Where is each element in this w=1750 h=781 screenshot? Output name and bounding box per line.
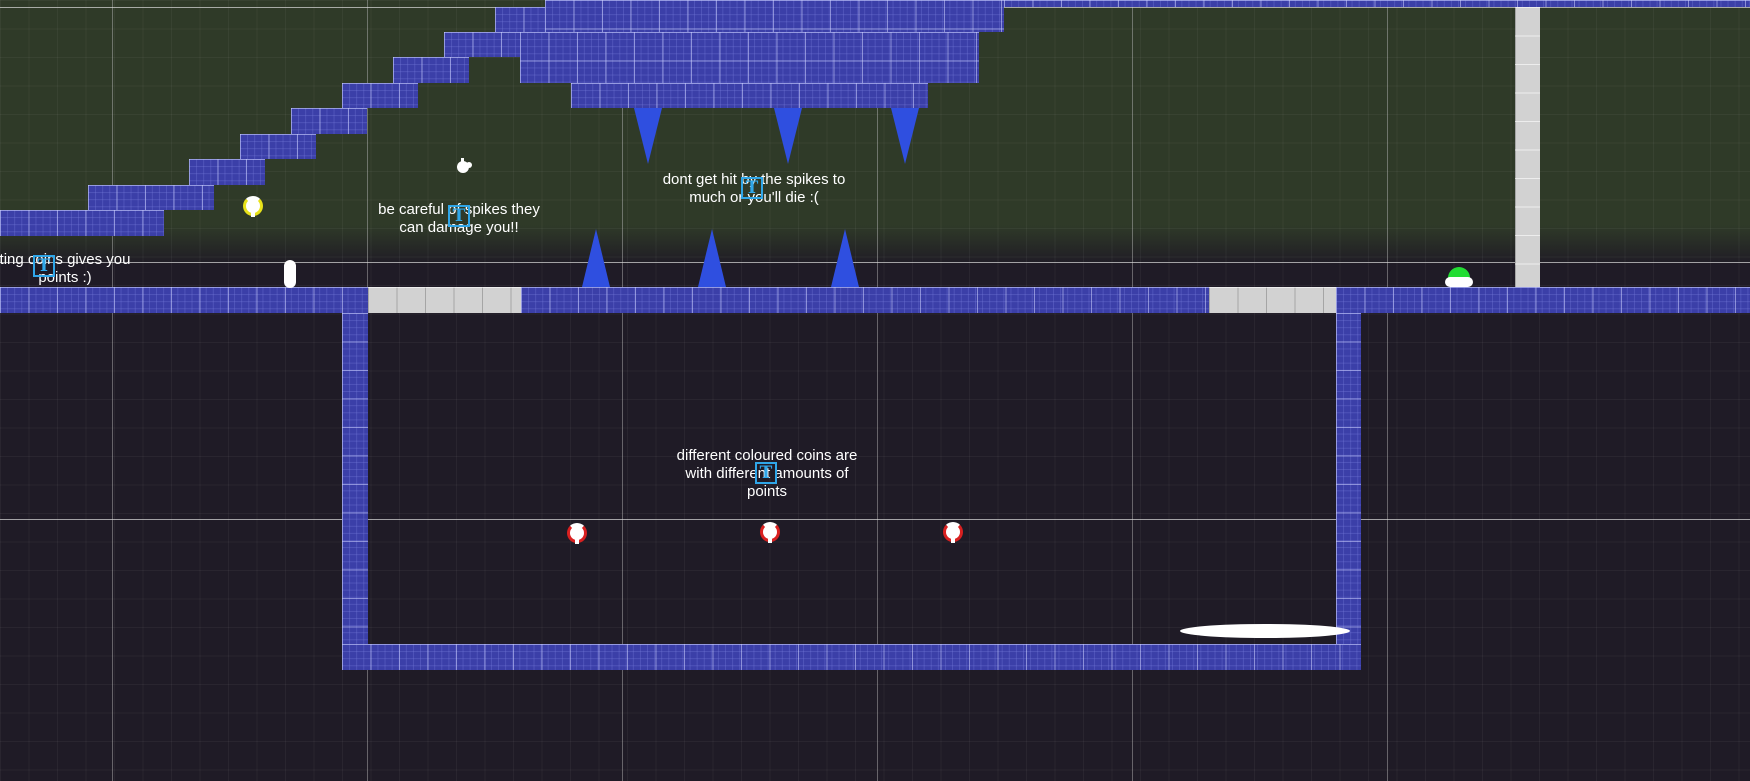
player-icon[interactable] <box>453 156 473 174</box>
hint-spikes-damage: be careful of spikes they can damage you… <box>378 201 540 236</box>
guide-line-horizontal <box>0 262 1750 263</box>
floor-tiles[interactable] <box>1336 287 1750 313</box>
tile-block[interactable] <box>291 108 367 134</box>
hint-spikes-die: dont get hit by the spikes to much or yo… <box>662 171 846 206</box>
guide-line-vertical <box>622 0 623 781</box>
slime-enemy-base <box>1445 277 1473 287</box>
guide-line-vertical <box>1387 0 1388 781</box>
tile-block[interactable] <box>240 134 316 159</box>
coin-stem <box>951 537 955 543</box>
grey-floor-block[interactable] <box>368 287 521 313</box>
tile-block[interactable] <box>189 159 265 185</box>
guide-line-horizontal <box>0 519 1750 520</box>
tile-block[interactable] <box>1004 0 1750 7</box>
coin-stem <box>251 211 255 217</box>
text-marker-icon[interactable]: T <box>448 205 470 227</box>
tile-block[interactable] <box>520 32 979 83</box>
spike-ceiling[interactable] <box>634 108 662 164</box>
moving-platform[interactable] <box>1180 624 1350 638</box>
floor-tiles[interactable] <box>521 287 1209 313</box>
tile-block[interactable] <box>495 7 545 32</box>
tile-block[interactable] <box>88 185 214 210</box>
guide-line-vertical <box>1132 0 1133 781</box>
guide-line-vertical <box>112 0 113 781</box>
spike-ceiling[interactable] <box>891 108 919 164</box>
checkpoint-icon[interactable] <box>284 260 296 288</box>
tile-block[interactable] <box>393 57 469 83</box>
guide-line-vertical <box>877 0 878 781</box>
spike-floor[interactable] <box>582 229 610 287</box>
tile-block[interactable] <box>571 83 928 108</box>
text-marker-icon[interactable]: T <box>741 177 763 199</box>
coin-stem <box>575 538 579 544</box>
tile-block[interactable] <box>444 32 520 57</box>
spike-floor[interactable] <box>698 229 726 287</box>
spike-ceiling[interactable] <box>774 108 802 164</box>
text-marker-icon[interactable]: T <box>33 255 55 277</box>
tile-block[interactable] <box>0 210 164 236</box>
hint-coins-points: ting coins gives you points :) <box>0 251 131 286</box>
grey-floor-block[interactable] <box>1209 287 1336 313</box>
spike-floor[interactable] <box>831 229 859 287</box>
room-wall-right[interactable] <box>1336 313 1361 644</box>
tile-block[interactable] <box>545 0 1004 32</box>
room-wall-left[interactable] <box>342 313 368 644</box>
text-marker-icon[interactable]: T <box>755 462 777 484</box>
grey-pillar-block[interactable] <box>1515 7 1540 287</box>
floor-tiles[interactable] <box>0 287 368 313</box>
tile-block[interactable] <box>342 83 418 108</box>
room-floor[interactable] <box>342 644 1361 670</box>
coin-stem <box>768 537 772 543</box>
